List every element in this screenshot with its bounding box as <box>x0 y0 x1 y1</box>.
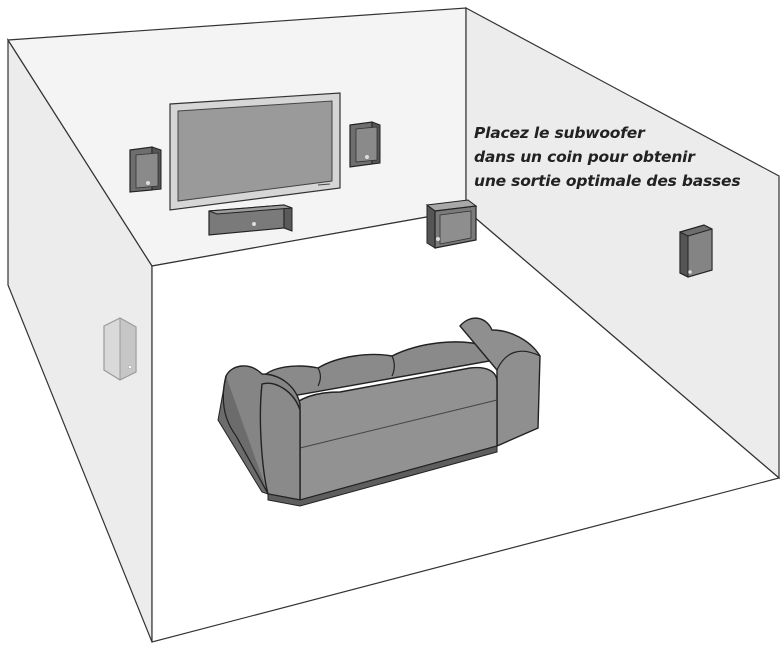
front-left-speaker-icon <box>129 146 162 193</box>
center-speaker-icon <box>208 204 293 236</box>
subwoofer-icon <box>425 199 478 249</box>
surround-right-speaker-icon <box>679 224 713 278</box>
caption-line-3: une sortie optimale des basses <box>474 172 741 190</box>
caption-line-2: dans un coin pour obtenir <box>474 148 695 166</box>
subwoofer-placement-note: Placez le subwoofer dans un coin pour ob… <box>474 121 774 193</box>
tv-icon <box>169 92 341 211</box>
caption-line-1: Placez le subwoofer <box>474 124 645 142</box>
sofa-icon <box>217 317 541 507</box>
front-right-speaker-icon <box>349 121 381 168</box>
surround-left-speaker-icon <box>103 317 137 381</box>
